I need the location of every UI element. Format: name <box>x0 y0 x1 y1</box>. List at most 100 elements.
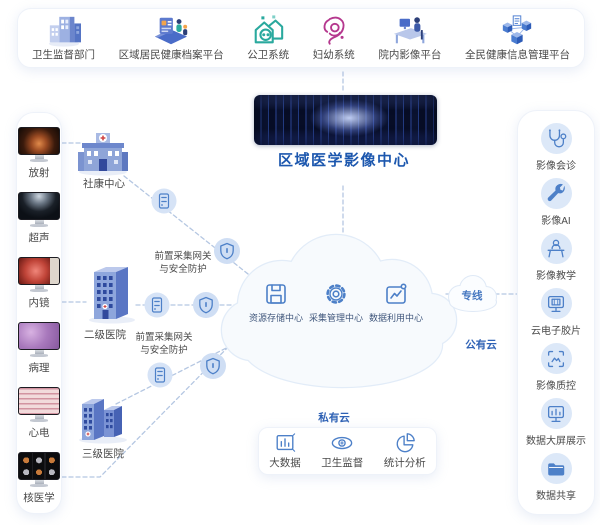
platform-health-supervision: 卫生监督部门 <box>32 14 95 62</box>
service-consultation: 影像会诊 <box>536 123 576 172</box>
pathology-image <box>18 322 60 351</box>
platform-hospital-imaging: 院内影像平台 <box>378 14 441 62</box>
private-item-label: 统计分析 <box>383 457 426 469</box>
private-item-label: 大数据 <box>269 457 301 469</box>
gateway-caption-line2: 与安全防护 <box>159 264 207 275</box>
cloud-service-collection: 采集管理中心 <box>307 281 365 324</box>
service-label: 数据大屏展示 <box>526 436 586 447</box>
monitor-base <box>30 354 48 357</box>
monitor-stand <box>34 415 44 420</box>
service-teaching: 影像教学 <box>536 233 576 282</box>
gateway-server-icon <box>144 292 170 318</box>
modality-label: 核医学 <box>23 491 55 504</box>
cloud-service-data-use: 数据利用中心 <box>367 281 425 324</box>
gateway-server-nodes <box>144 188 177 388</box>
cloud-service-label: 数据利用中心 <box>368 313 423 323</box>
center-title: 区域医学影像中心 <box>277 152 410 169</box>
service-label: 影像AI <box>541 216 571 227</box>
monitor-base <box>30 484 48 487</box>
private-cloud-box: 大数据 卫生监督 统计分析 <box>258 427 437 475</box>
platform-public-health: 公卫系统 <box>247 14 289 62</box>
gateway-caption-line1: 前置采集网关 <box>135 332 193 343</box>
platform-label: 区域居民健康档案平台 <box>118 49 224 61</box>
monitor-base <box>30 419 48 422</box>
service-icon-circle <box>540 398 572 429</box>
modality-panel: 放射 超声 内镜 病理 心电 核医学 <box>16 112 62 514</box>
tertiary-hospital-building-icon <box>79 399 127 444</box>
ultrasound-image <box>18 192 60 221</box>
gateway-caption: 前置采集网关 与安全防护 <box>148 250 218 276</box>
service-dashboard: 数据大屏展示 <box>526 398 586 447</box>
service-quality-control: 影像质控 <box>536 343 576 392</box>
radiology-image <box>18 127 60 155</box>
health-records-icon <box>155 17 188 45</box>
security-shield-icon <box>200 353 226 379</box>
cloud-service-storage: 资源存储中心 <box>247 281 305 324</box>
monitor-stand <box>34 220 44 225</box>
gateway-caption-line1: 前置采集网关 <box>154 251 212 262</box>
modality-label: 心电 <box>28 426 50 439</box>
modality-label: 病理 <box>28 361 50 374</box>
modality-radiology: 放射 <box>18 127 60 180</box>
secondary-hospital-building-icon <box>89 267 135 324</box>
folder-icon <box>548 462 565 475</box>
platform-label: 院内影像平台 <box>378 49 442 61</box>
storage-floppy-icon <box>266 284 286 304</box>
wrench-icon <box>547 183 565 201</box>
teaching-icon <box>547 239 565 257</box>
service-icon-circle <box>540 178 572 209</box>
gateway-server-icon <box>147 362 173 388</box>
private-item-bigdata: 大数据 <box>269 432 301 470</box>
monitor-stand <box>34 350 44 355</box>
platform-health-info-mgmt: 全民健康信息管理平台 <box>465 14 570 62</box>
pie-chart-icon <box>396 433 415 453</box>
platform-maternal-child: 妇幼系统 <box>313 14 355 62</box>
monitor-stand <box>34 480 44 485</box>
hospital-imaging-desk-icon <box>393 17 427 44</box>
endoscopy-image <box>18 257 60 286</box>
monitor-stand <box>34 155 44 159</box>
private-item-label: 卫生监督 <box>321 457 364 469</box>
health-info-cubes-icon <box>503 15 532 45</box>
service-label: 影像质控 <box>536 381 576 392</box>
bar-chart-icon <box>276 433 296 452</box>
private-cloud-label: 私有云 <box>318 412 350 424</box>
service-label: 云电子胶片 <box>531 326 581 337</box>
gateway-server-icon <box>151 188 177 214</box>
service-icon-circle <box>540 343 572 374</box>
private-item-statistics: 统计分析 <box>384 432 426 470</box>
community-center-label: 社康中心 <box>83 178 125 190</box>
gateway-caption: 前置采集网关 与安全防护 <box>129 331 199 357</box>
monitor-base <box>30 224 48 227</box>
public-health-house-icon <box>254 15 284 44</box>
right-services-panel: 影像会诊 影像AI 影像教学 <box>517 110 595 515</box>
secondary-hospital-label: 二级医院 <box>84 329 126 341</box>
public-cloud-label: 公有云 <box>465 339 497 351</box>
modality-ecg: 心电 <box>18 387 60 440</box>
cloud-film-monitor-icon <box>547 295 565 312</box>
ecg-image <box>18 387 60 416</box>
private-item-supervision: 卫生监督 <box>321 432 363 470</box>
dashboard-screen-icon <box>547 405 565 422</box>
service-icon-circle <box>540 288 572 319</box>
nuclear-medicine-image <box>18 452 60 481</box>
data-center-photo <box>254 95 437 145</box>
community-center-building-icon <box>78 133 128 176</box>
modality-ultrasound: 超声 <box>18 192 60 245</box>
modality-endoscopy: 内镜 <box>18 257 60 310</box>
cloud-service-label: 采集管理中心 <box>308 313 363 323</box>
platform-label: 卫生监督部门 <box>32 49 95 61</box>
monitor-base <box>30 159 48 162</box>
gear-icon <box>326 284 346 304</box>
service-icon-circle <box>540 123 572 154</box>
modality-pathology: 病理 <box>18 322 60 375</box>
gateway-caption-line2: 与安全防护 <box>140 345 188 356</box>
qc-frame-icon <box>547 350 565 367</box>
service-data-sharing: 数据共享 <box>536 453 576 502</box>
tertiary-hospital-label: 三级医院 <box>82 448 124 460</box>
service-icon-circle <box>540 453 572 484</box>
cloud-services-row: 资源存储中心 采集管理中心 数据利用中心 <box>247 281 425 324</box>
data-trend-icon <box>386 283 407 304</box>
modality-label: 放射 <box>28 166 50 179</box>
